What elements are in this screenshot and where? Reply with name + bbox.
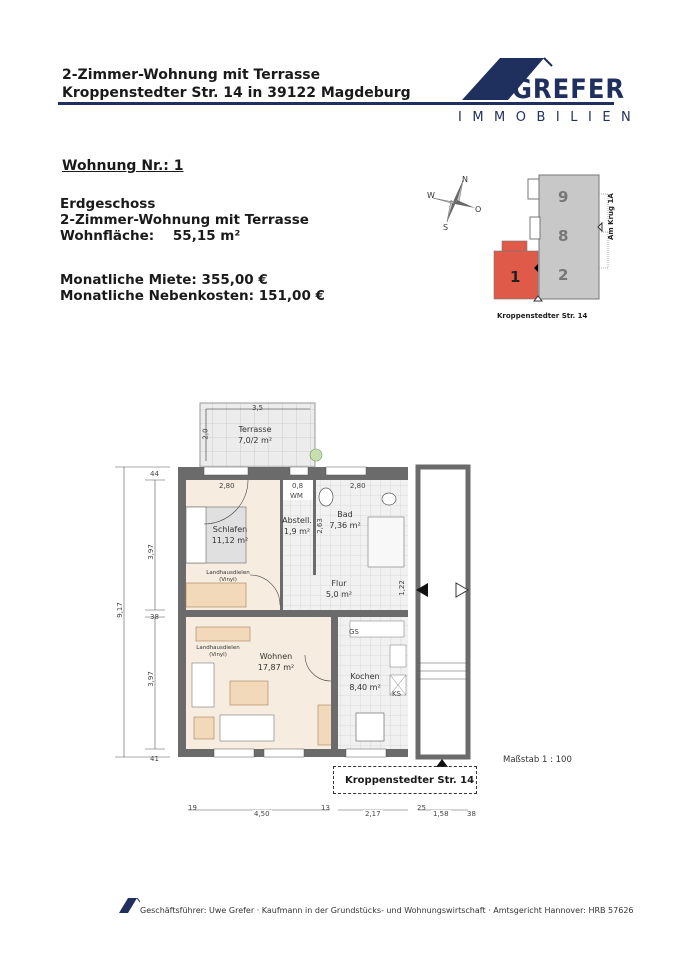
header-divider	[58, 102, 614, 105]
side-street-label: Am Krug 1A	[607, 193, 615, 240]
dim-bottom-2: 13	[321, 804, 330, 812]
logo-name: GREFER	[512, 74, 626, 105]
dim-upper-room: 3,97	[146, 544, 155, 560]
dim-bottom-wall: 41	[150, 755, 159, 763]
title-line-1: 2-Zimmer-Wohnung mit Terrasse	[62, 67, 321, 83]
appliance-gs: GS	[349, 628, 359, 636]
rent-info: Monatliche Miete: 355,00 € Monatliche Ne…	[60, 272, 325, 304]
area-label: Wohnfläche:	[60, 228, 155, 244]
site-unit-1: 1	[510, 268, 520, 286]
logo-roof-icon	[462, 57, 553, 100]
site-plan: 9 8 2 1 Am Krug 1A	[493, 174, 615, 302]
dim-bottom-1: 4,50	[252, 810, 272, 818]
rent-label: Monatliche Miete:	[60, 272, 197, 288]
floor-plan	[115, 402, 488, 811]
unit-info: Erdgeschoss 2-Zimmer-Wohnung mit Terrass…	[60, 196, 309, 244]
appliance-ks: KS	[392, 690, 402, 698]
flooring-label-wohnen: Landhausdielen(Vinyl)	[196, 645, 240, 658]
dim-bad-depth: 2,63	[315, 518, 324, 534]
svg-text:N: N	[462, 175, 468, 184]
unit-title: Wohnung Nr.: 1	[62, 158, 184, 174]
dim-flur-door: 1,22	[397, 580, 406, 596]
logo-subtitle: IMMOBILIEN	[458, 110, 642, 125]
dim-top-wall: 44	[150, 470, 159, 478]
svg-text:S: S	[443, 223, 448, 232]
street-label: Kroppenstedter Str. 14	[345, 775, 475, 786]
site-front-street: Kroppenstedter Str. 14	[497, 312, 588, 320]
unit-type: 2-Zimmer-Wohnung mit Terrasse	[60, 212, 309, 228]
area-value: 55,15 m²	[172, 228, 241, 244]
dim-lower-room: 3,97	[146, 671, 155, 687]
site-unit-9: 9	[558, 188, 568, 206]
scale-label: Maßstab 1 : 100	[503, 755, 572, 765]
dim-schlafen-width: 2,80	[219, 482, 235, 490]
svg-text:W: W	[427, 191, 435, 200]
dim-abstell-width: 0,8	[292, 482, 304, 490]
dim-terrace-depth: 2,0	[201, 428, 210, 440]
extra-costs-value: 151,00 €	[258, 288, 325, 304]
dim-terrace-width: 3,5	[252, 404, 264, 412]
compass-icon: N S W O	[427, 175, 481, 232]
title-line-2: Kroppenstedter Str. 14 in 39122 Magdebur…	[62, 85, 411, 101]
svg-text:O: O	[475, 205, 481, 214]
dim-bottom-4: 25	[417, 804, 426, 812]
dim-bottom-6: 38	[467, 810, 476, 818]
flooring-label-schlafen: Landhausdielen(Vinyl)	[206, 570, 250, 583]
floor-label: Erdgeschoss	[60, 196, 156, 212]
extra-costs-label: Monatliche Nebenkosten:	[60, 288, 255, 304]
dim-mid-wall: 38	[150, 613, 159, 621]
dim-bottom-3: 2,17	[363, 810, 383, 818]
street-marker	[333, 766, 477, 794]
dim-bottom-0: 19	[188, 804, 197, 812]
site-unit-8: 8	[558, 227, 568, 245]
appliance-wm: WM	[290, 492, 303, 500]
dim-bottom-5: 1,58	[431, 810, 451, 818]
rent-row: Monatliche Miete: 355,00 €	[60, 272, 325, 288]
dim-total-height: 9,17	[115, 602, 124, 618]
footer-text: Geschäftsführer: Uwe Grefer · Kaufmann i…	[140, 906, 634, 915]
room-abstell: Abstell.1,9 m²	[282, 516, 312, 536]
footer-logo-icon	[119, 897, 140, 913]
document-title: 2-Zimmer-Wohnung mit Terrasse Kroppenste…	[62, 66, 411, 102]
living-area: Wohnfläche: 55,15 m²	[60, 228, 309, 244]
site-unit-2: 2	[558, 266, 568, 284]
extra-costs-row: Monatliche Nebenkosten: 151,00 €	[60, 288, 325, 304]
dim-bad-width: 2,80	[350, 482, 366, 490]
rent-value: 355,00 €	[201, 272, 268, 288]
